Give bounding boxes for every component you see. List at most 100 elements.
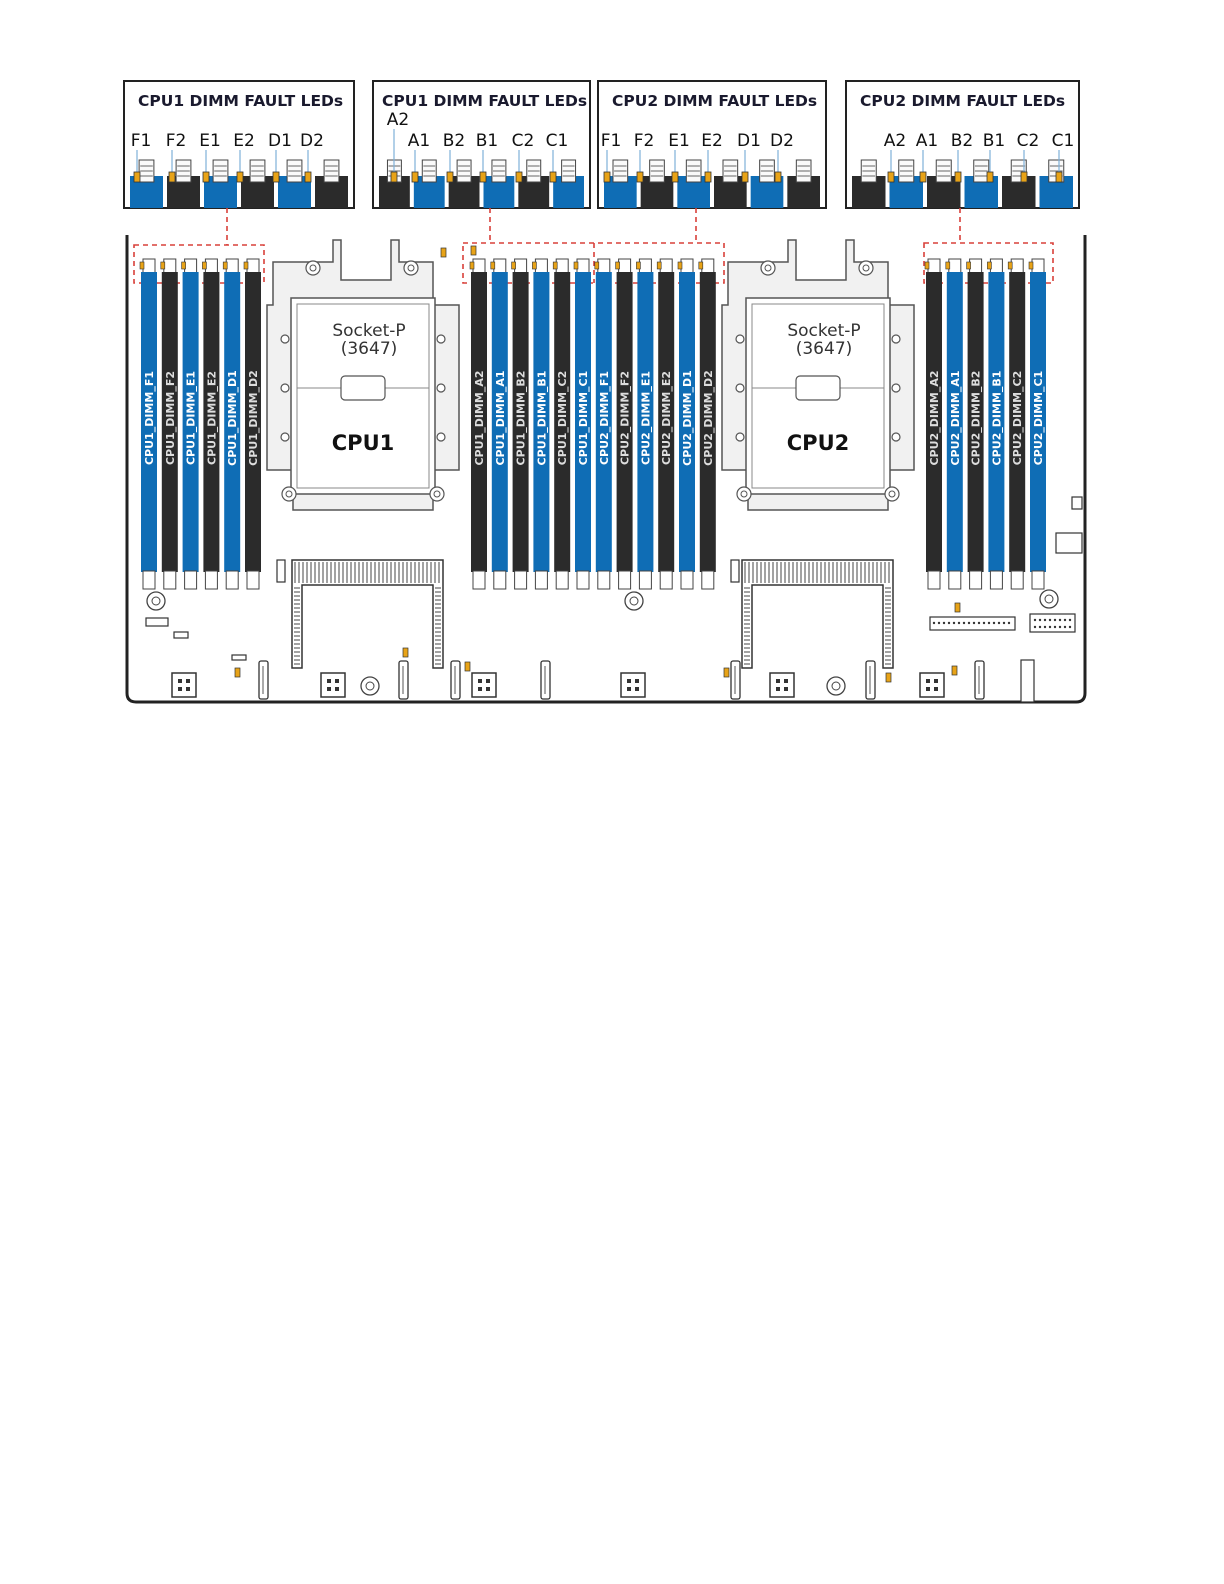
board-header xyxy=(145,617,169,627)
dimm-slot-body xyxy=(595,272,612,572)
mount-hole xyxy=(735,383,745,393)
led-label: A2 xyxy=(387,110,409,130)
fault-led-icon xyxy=(741,171,749,183)
header-pin xyxy=(1007,621,1011,625)
fault-led-icon xyxy=(160,261,166,270)
dimm-slot: CPU2_DIMM_C1 xyxy=(1028,258,1046,590)
fault-led-icon xyxy=(774,171,782,183)
dimm-slot-body xyxy=(679,272,695,572)
dimm-slot-label: CPU2_DIMM_D1 xyxy=(681,370,694,466)
status-led-icon xyxy=(464,661,471,672)
led-label: E1 xyxy=(668,131,690,151)
power-connector xyxy=(471,672,497,698)
dimm-slot-body xyxy=(575,272,591,572)
dimm-latch-top xyxy=(680,258,694,274)
fault-led-icon xyxy=(139,261,145,270)
status-led-icon xyxy=(951,665,958,676)
dimm-latch-bottom xyxy=(1031,570,1045,590)
dimm-slot: CPU1_DIMM_F1 xyxy=(139,258,157,590)
led-label: F1 xyxy=(131,131,152,151)
connector-pin xyxy=(926,687,930,691)
dimm-latch-bottom xyxy=(969,570,983,590)
dimm-slot: CPU1_DIMM_E1 xyxy=(181,258,199,590)
dimm-slot-body xyxy=(616,272,633,572)
dimm-slot-body xyxy=(161,272,178,572)
header-pin xyxy=(937,621,941,625)
fault-led-icon xyxy=(986,171,994,183)
dimm-slot-label: CPU1_DIMM_C1 xyxy=(577,371,590,466)
dimm-slot: CPU1_DIMM_C2 xyxy=(552,258,571,590)
dimm-latch-top xyxy=(142,258,156,274)
dimm-latch-top xyxy=(659,258,673,274)
connector-housing xyxy=(320,672,346,698)
connector-pin xyxy=(478,679,482,683)
led-label: D2 xyxy=(300,131,324,151)
socket-pin-count: (3647) xyxy=(341,339,398,359)
header-pin xyxy=(1043,625,1047,629)
screw-hole-inner xyxy=(285,490,293,498)
cpu-label: CPU1 xyxy=(332,431,394,455)
fault-led-icon xyxy=(603,171,611,183)
connector-pin xyxy=(776,687,780,691)
mount-hole xyxy=(891,334,901,344)
dimm-slot-label: CPU2_DIMM_A1 xyxy=(949,370,962,465)
dimm-latch-bottom xyxy=(246,570,260,590)
dimm-slot-label: CPU1_DIMM_D1 xyxy=(226,370,239,466)
header-pin xyxy=(1033,618,1037,622)
mount-hole xyxy=(735,432,745,442)
led-label: A2 xyxy=(884,131,906,151)
connector-pin xyxy=(934,679,938,683)
header-pin xyxy=(1063,625,1067,629)
standoff-inner xyxy=(365,681,375,691)
socket-key xyxy=(795,375,841,401)
connector-pin xyxy=(186,679,190,683)
led-label: B1 xyxy=(476,131,498,151)
led-label: B2 xyxy=(443,131,465,151)
connector-pin xyxy=(327,679,331,683)
dimm-latch-top xyxy=(534,258,548,274)
dimm-latch-bottom xyxy=(225,570,239,590)
fault-led-icon xyxy=(390,171,398,183)
dimm-slot: CPU2_DIMM_E1 xyxy=(636,258,654,590)
led-label: E1 xyxy=(199,131,221,151)
dimm-latch-bottom xyxy=(514,570,528,590)
header-pin xyxy=(1053,625,1057,629)
connector-pin xyxy=(635,687,639,691)
fault-led-icon xyxy=(677,261,683,270)
dimm-slot-label: CPU2_DIMM_E2 xyxy=(660,371,673,465)
fault-led-icon xyxy=(304,171,312,183)
dimm-slot-body xyxy=(224,272,241,572)
dimm-latch-top xyxy=(701,258,715,274)
dimm-slot-label: CPU1_DIMM_A2 xyxy=(473,370,486,465)
dimm-latch-bottom xyxy=(493,570,507,590)
dimm-latch-bottom xyxy=(204,570,218,590)
header-pin xyxy=(1068,618,1072,622)
socket-type-label: Socket-P xyxy=(332,321,405,341)
dimm-slot: CPU1_DIMM_A1 xyxy=(490,258,508,590)
dimm-slot-label: CPU1_DIMM_F1 xyxy=(143,371,156,465)
fault-led-icon xyxy=(573,261,579,270)
connector-pin xyxy=(776,679,780,683)
connector-housing xyxy=(471,672,497,698)
dimm-latch-top xyxy=(514,258,528,274)
connector-pin xyxy=(784,679,788,683)
dimm-slot: CPU2_DIMM_F1 xyxy=(594,258,612,590)
dimm-latch-bottom xyxy=(555,570,569,590)
led-label: D1 xyxy=(737,131,761,151)
header-pin xyxy=(1068,625,1072,629)
dimm-latch-top xyxy=(246,258,260,274)
standoff-inner xyxy=(1044,594,1054,604)
header-pin xyxy=(972,621,976,625)
fault-led-icon xyxy=(272,171,280,183)
header-pin xyxy=(1033,625,1037,629)
dimm-slot-label: CPU1_DIMM_E1 xyxy=(185,371,198,465)
dimm-slot: CPU2_DIMM_C2 xyxy=(1007,258,1026,590)
mount-hole xyxy=(436,432,446,442)
screw-hole-inner xyxy=(309,264,317,272)
dimm-latch-top xyxy=(204,258,218,274)
fault-led-icon xyxy=(954,171,962,183)
connector-pin xyxy=(926,679,930,683)
